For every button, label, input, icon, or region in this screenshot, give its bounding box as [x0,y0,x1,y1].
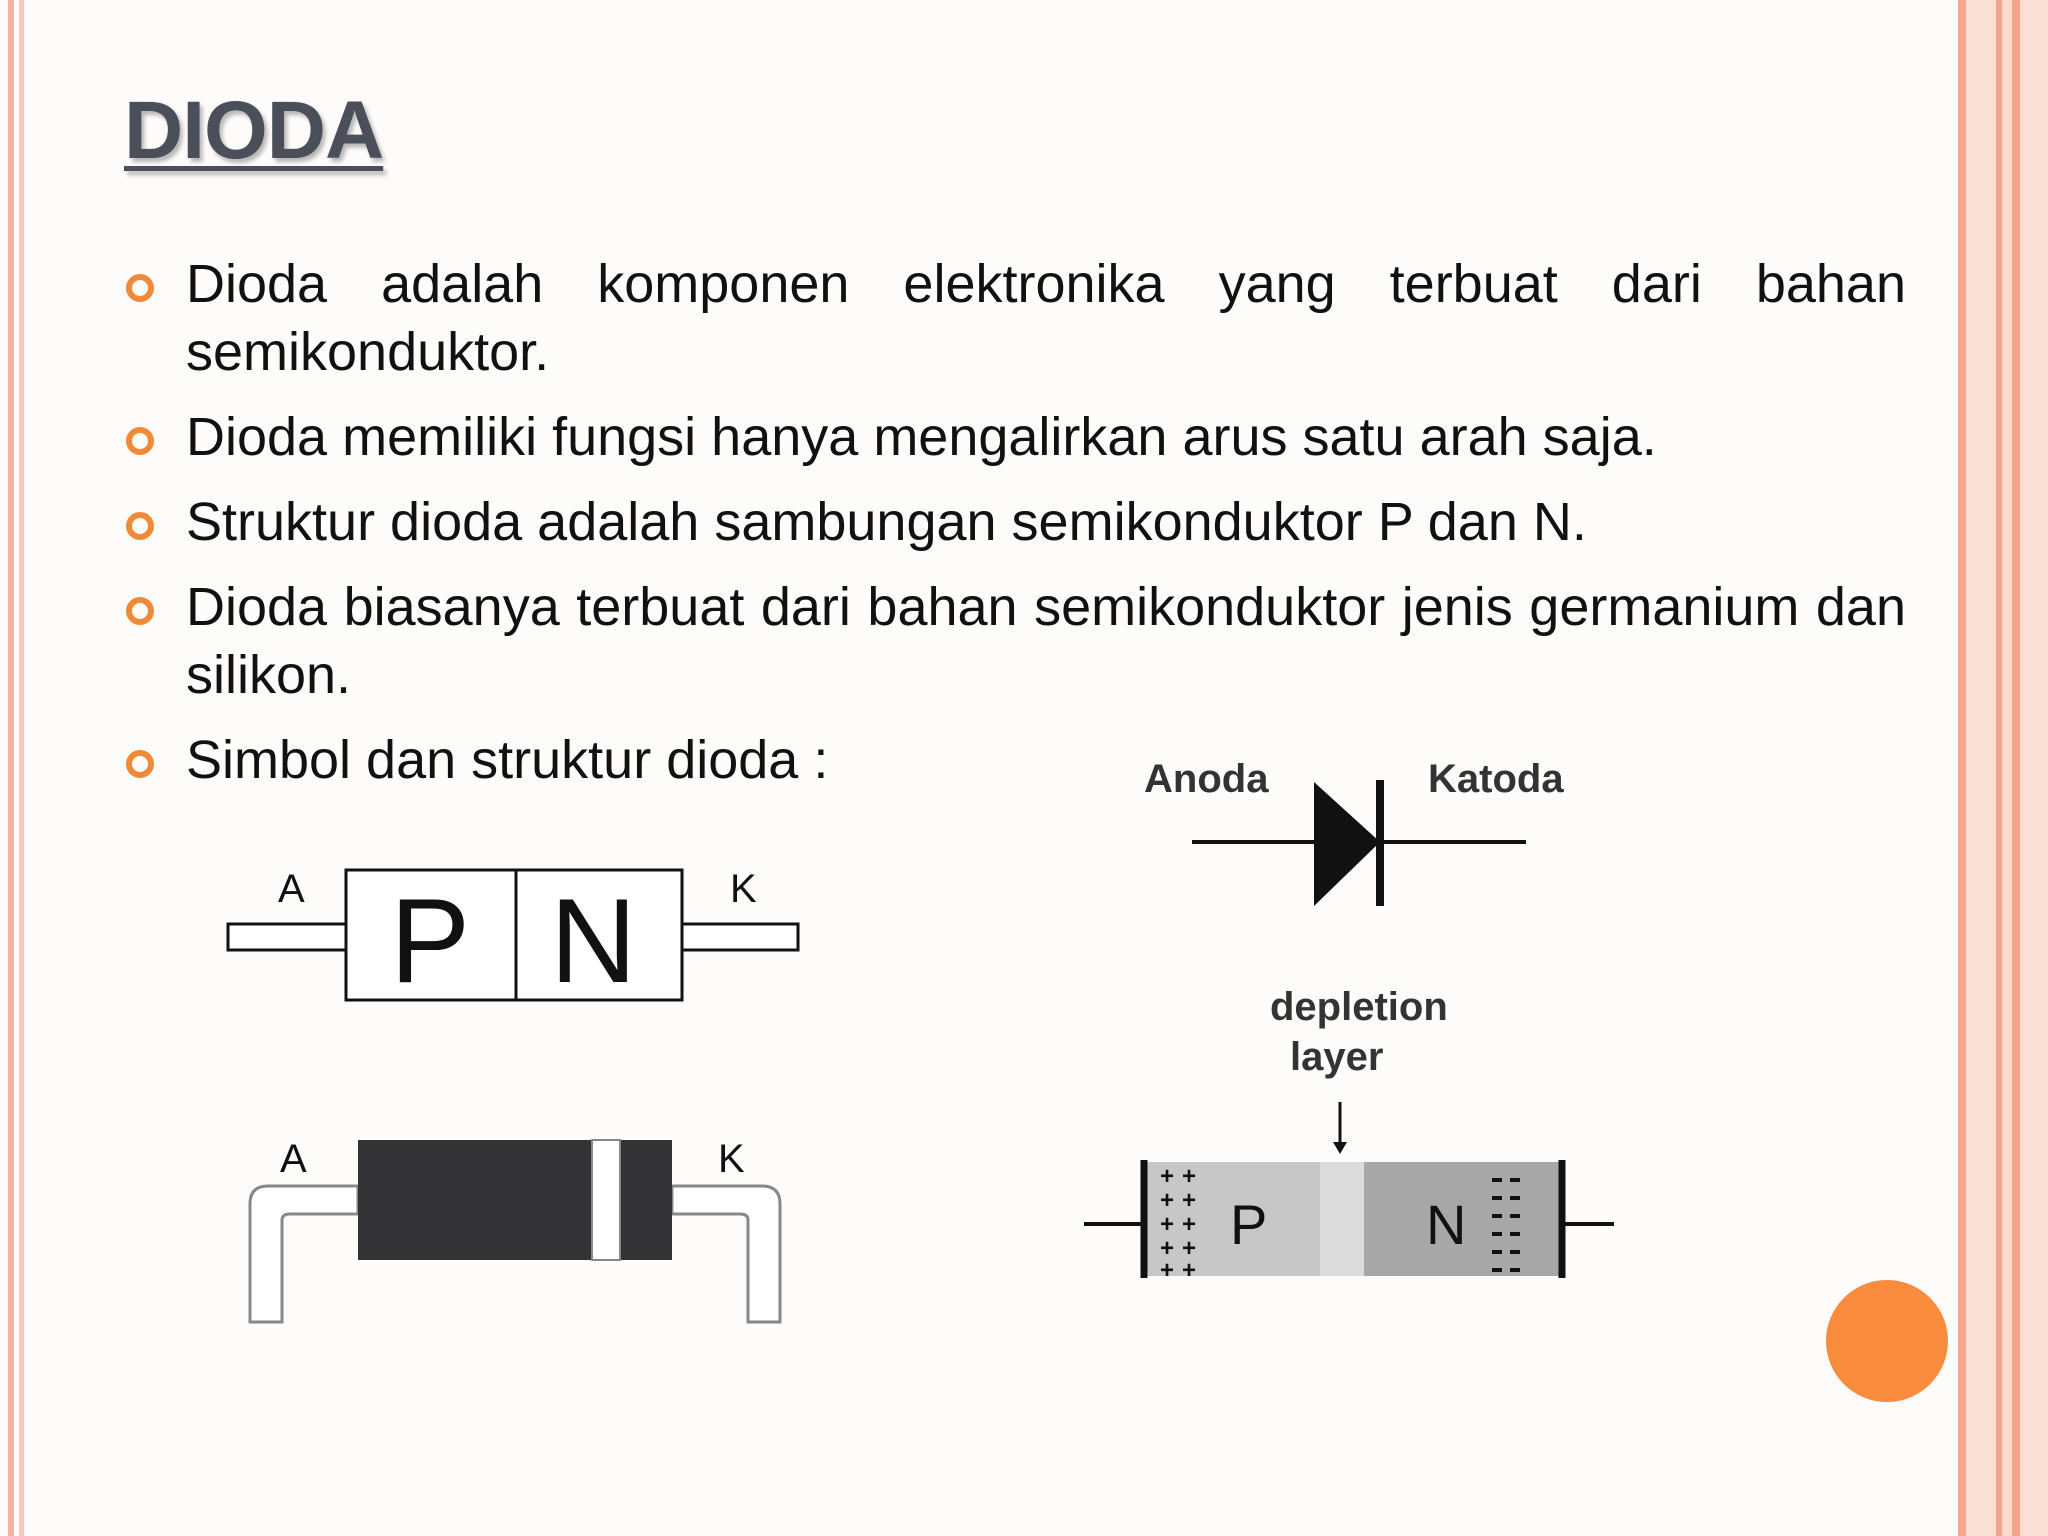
bullet-item: Simbol dan struktur dioda : [126,726,1906,794]
depletion-label-line1: depletion [1270,985,1448,1029]
svg-text:+: + [1182,1211,1196,1238]
anode-label: A [278,867,305,911]
bullet-circle-icon [126,274,154,302]
svg-text:+: + [1182,1163,1196,1190]
n-region [1364,1162,1562,1276]
svg-text:+: + [1160,1163,1174,1190]
junction-diagram: depletion layer ++ ++ ++ ++ ++ P N [1084,985,1614,1284]
bullet-text: Dioda biasanya terbuat dari bahan semiko… [186,577,1906,705]
left-border-stripe [8,0,14,1536]
svg-text:+: + [1160,1257,1174,1284]
anode-label: A [280,1137,307,1181]
right-border-band [1966,0,1996,1536]
negative-charges [1492,1178,1520,1272]
p-region [1144,1162,1320,1276]
anode-label: Anoda [1144,757,1269,801]
bullet-circle-icon [126,427,154,455]
bullet-circle-icon [126,512,154,540]
anode-lead [226,922,348,952]
bullet-list: Dioda adalah komponen elektronika yang t… [126,250,1906,811]
cathode-label: K [730,867,757,911]
bullet-item: Struktur dioda adalah sambungan semikond… [126,488,1906,556]
svg-text:+: + [1160,1187,1174,1214]
bullet-text: Struktur dioda adalah sambungan semikond… [186,492,1587,552]
anode-bent-lead [248,1184,360,1324]
cathode-label: K [718,1137,745,1181]
bullet-circle-icon [126,750,154,778]
diode-body [358,1140,672,1260]
svg-text:+: + [1160,1211,1174,1238]
cathode-band [591,1139,621,1261]
bullet-text: Simbol dan struktur dioda : [186,730,829,790]
svg-text:+: + [1160,1235,1174,1262]
right-border-stripe [1958,0,1966,1536]
bullet-text: Dioda memiliki fungsi hanya mengalirkan … [186,407,1657,467]
right-border-band [2020,0,2048,1536]
right-border-band [2002,0,2012,1536]
depletion-label-line2: layer [1290,1035,1383,1079]
cathode-lead [680,922,800,952]
cathode-bent-lead [670,1184,782,1324]
depletion-arrow-head-icon [1333,1142,1347,1154]
svg-text:+: + [1182,1187,1196,1214]
bullet-item: Dioda memiliki fungsi hanya mengalirkan … [126,403,1906,471]
svg-text:+: + [1182,1257,1196,1284]
bullet-item: Dioda adalah komponen elektronika yang t… [126,250,1906,386]
depletion-region [1320,1162,1364,1276]
left-border-stripe-inner [19,0,24,1536]
bullet-circle-icon [126,597,154,625]
cathode-label: Katoda [1428,757,1564,801]
right-border-stripe [1996,0,2002,1536]
n-region-label: N [550,874,637,1008]
diode-triangle-icon [1314,782,1380,906]
right-border-stripe [2012,0,2020,1536]
pn-body [344,868,684,1002]
slide-title: DIODA [124,85,384,176]
n-region-label: N [1426,1193,1466,1256]
bullet-item: Dioda biasanya terbuat dari bahan semiko… [126,573,1906,709]
pn-block-diagram: A K P N [226,867,800,1008]
decorative-orange-circle [1826,1280,1948,1402]
positive-charges: ++ ++ ++ ++ ++ [1160,1163,1196,1284]
diode-symbol-diagram: Anoda Katoda [1144,757,1564,906]
p-region-label: P [390,874,470,1008]
svg-text:+: + [1182,1235,1196,1262]
p-region-label: P [1230,1193,1267,1256]
bullet-text: Dioda adalah komponen elektronika yang t… [186,254,1906,382]
diode-package-diagram: A K [248,1137,782,1324]
